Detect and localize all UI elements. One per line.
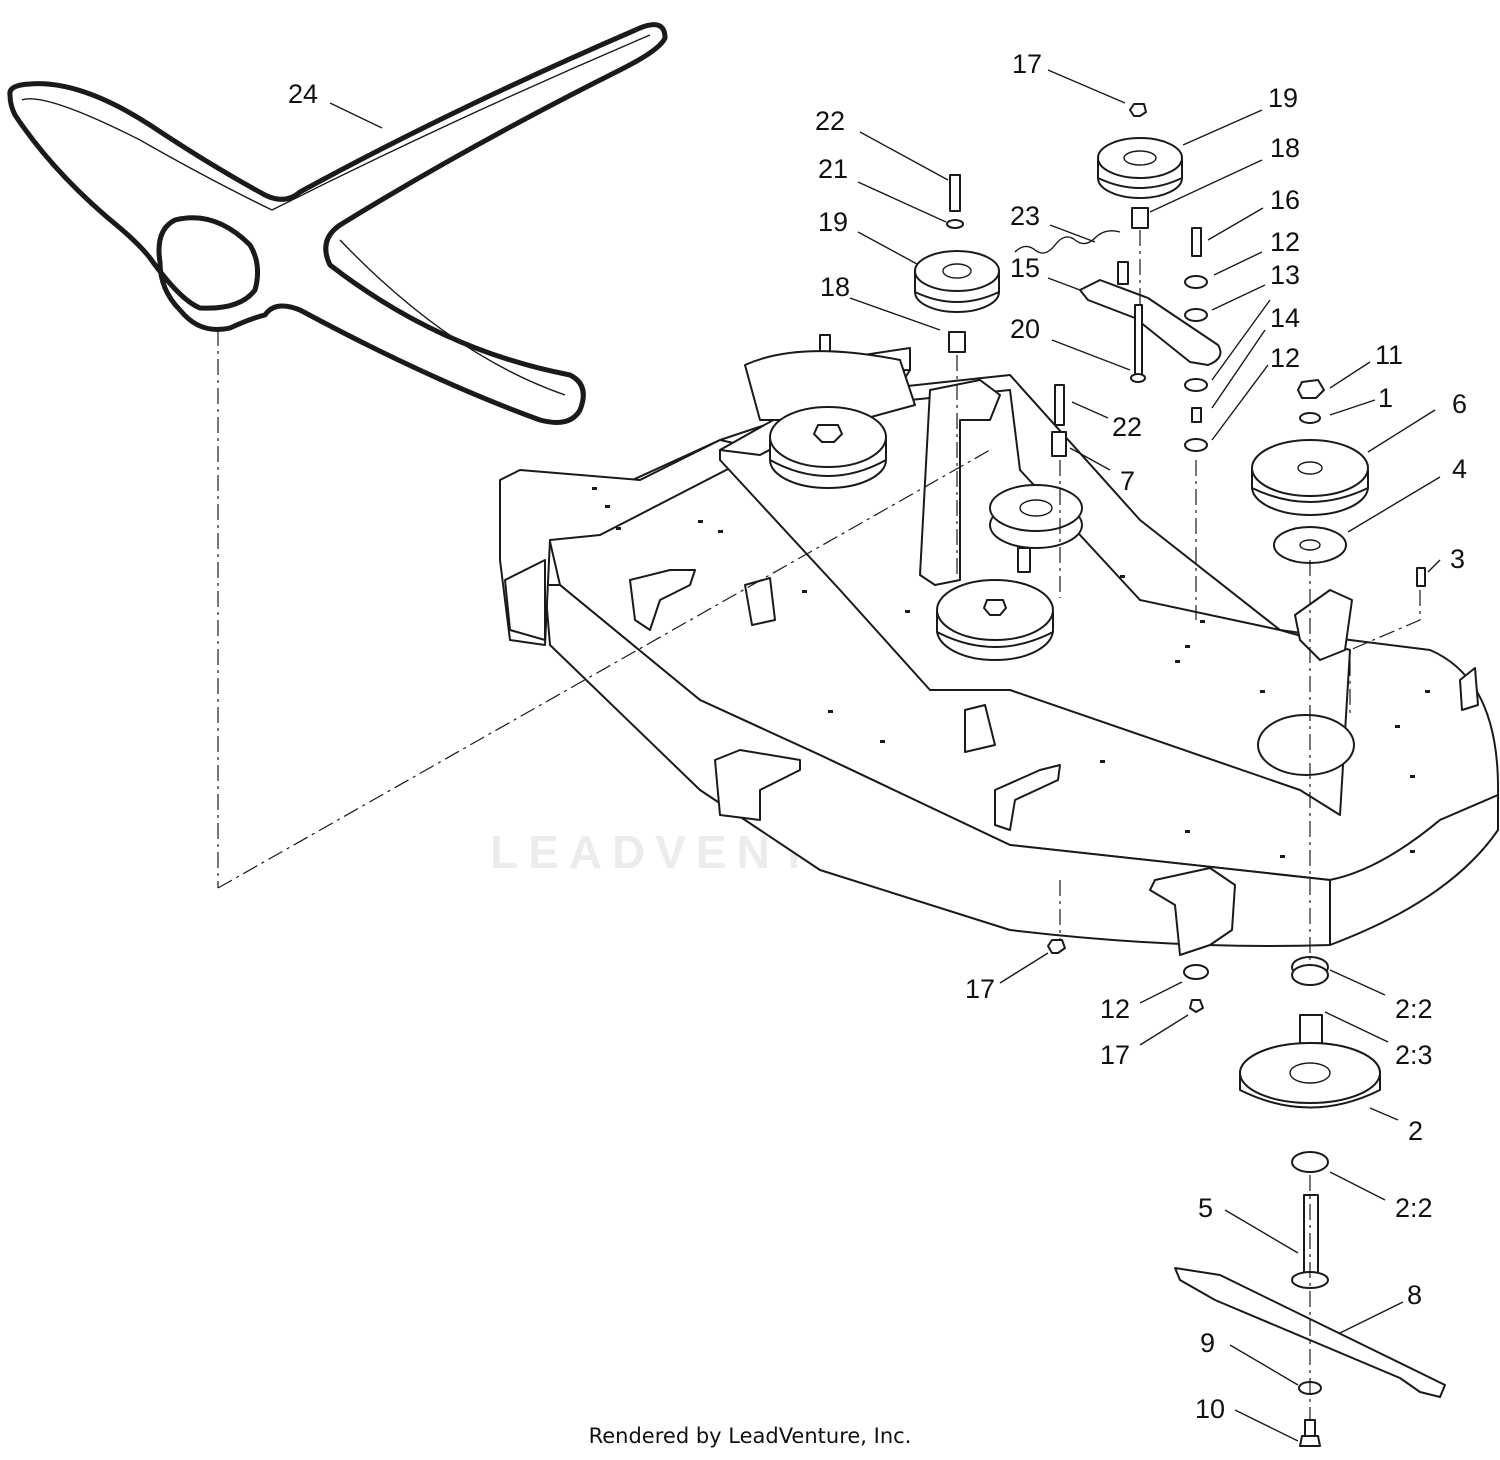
callout-labels: 24 17 19 22 18 21 16 23 12 19 15 13 18 1… <box>288 49 1467 1424</box>
callout-2: 2 <box>1408 1116 1423 1146</box>
belt <box>7 22 668 425</box>
callout-19-left: 19 <box>818 207 848 237</box>
callout-5: 5 <box>1198 1193 1213 1223</box>
callout-17-top: 17 <box>1012 49 1042 79</box>
callout-14: 14 <box>1270 303 1300 333</box>
callout-18-left: 18 <box>820 272 850 302</box>
callout-2-3: 2:3 <box>1395 1040 1433 1070</box>
drive-pulley-stack <box>1251 379 1426 587</box>
callout-16: 16 <box>1270 185 1300 215</box>
hardware-stack <box>1184 227 1208 452</box>
deck-pulley-center <box>936 579 1054 661</box>
deck-idler-center <box>989 484 1083 573</box>
callout-20: 20 <box>1010 314 1040 344</box>
callout-18-right: 18 <box>1270 133 1300 163</box>
callout-17-bottom: 17 <box>1100 1040 1130 1070</box>
callout-7: 7 <box>1120 466 1135 496</box>
callout-12-bottom: 12 <box>1100 994 1130 1024</box>
callout-6: 6 <box>1452 389 1467 419</box>
render-credit: Rendered by LeadVenture, Inc. <box>588 1424 912 1448</box>
idler-pulley-left <box>914 174 1000 353</box>
callout-21: 21 <box>818 154 848 184</box>
callout-15: 15 <box>1010 253 1040 283</box>
mount-hardware <box>1047 939 1209 1013</box>
callout-13: 13 <box>1270 260 1300 290</box>
callout-1: 1 <box>1378 383 1393 413</box>
callout-10: 10 <box>1195 1394 1225 1424</box>
callout-11: 11 <box>1375 340 1403 370</box>
leader-lines <box>329 69 1441 1442</box>
idler-arm <box>1014 230 1222 383</box>
callout-12-upper: 12 <box>1270 227 1300 257</box>
spindle-assembly <box>1174 956 1446 1447</box>
callout-12-lower: 12 <box>1270 343 1300 373</box>
callout-2-2-lower: 2:2 <box>1395 1193 1433 1223</box>
callout-19-right: 19 <box>1268 83 1298 113</box>
callout-23: 23 <box>1010 201 1040 231</box>
idler-pulley-upper <box>1097 103 1183 229</box>
callout-9: 9 <box>1200 1328 1215 1358</box>
callout-2-2-upper: 2:2 <box>1395 994 1433 1024</box>
callout-8: 8 <box>1407 1280 1422 1310</box>
deck-pulley-left <box>769 406 887 489</box>
alignment-lines <box>217 230 1421 1420</box>
callout-3: 3 <box>1450 544 1465 574</box>
callout-4: 4 <box>1452 454 1467 484</box>
callout-17-bottom-left: 17 <box>965 974 995 1004</box>
callout-22-center: 22 <box>1112 412 1142 442</box>
callout-24: 24 <box>288 79 318 109</box>
callout-22-left: 22 <box>815 106 845 136</box>
bolt-spacer <box>1051 384 1067 457</box>
